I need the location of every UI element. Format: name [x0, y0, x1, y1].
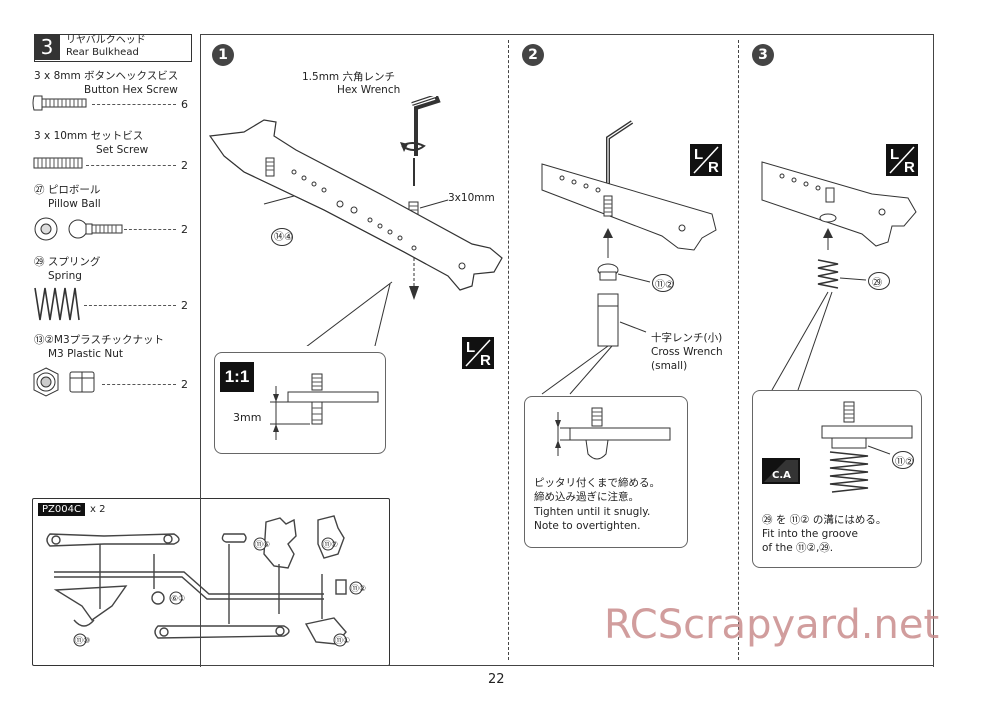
instruction-frame — [200, 34, 934, 667]
depth-label: 3mm — [233, 411, 262, 424]
part-name-ja: スプリング — [47, 256, 101, 268]
page-number: 22 — [488, 672, 505, 687]
part-ref-circle — [868, 272, 890, 290]
tree-label: ⑪⑦ — [323, 540, 338, 549]
step-divider — [508, 40, 509, 660]
leader-line — [124, 229, 176, 230]
step-divider — [738, 40, 739, 660]
part-screw-name: Button Hex Screw — [84, 84, 178, 96]
left-right-icon: L R — [886, 144, 918, 176]
part-screw-size: 3 x 8mm ボタンヘックスビス — [34, 70, 179, 82]
ca-label: C.A — [772, 470, 791, 481]
cross-wrench-size: (small) — [651, 360, 688, 372]
part-ref-112: ⑪② — [655, 280, 674, 291]
note-en-2: Note to overtighten. — [534, 520, 641, 532]
detail-ref-112: ⑪② — [895, 457, 914, 468]
part-spring-ja: ㉙ スプリング — [34, 256, 100, 269]
lr-l: L — [694, 146, 704, 163]
part-ref-circle — [652, 274, 674, 292]
part-qty: 6 — [181, 98, 188, 111]
step3-illustration — [761, 161, 917, 391]
tighten-detail — [555, 407, 671, 460]
spring-icon — [34, 287, 80, 321]
substep-number: 2 — [522, 44, 544, 66]
button-hex-screw-icon — [32, 95, 87, 111]
cross-wrench-ja: 十字レンチ(小) — [651, 332, 723, 344]
step2-illustration — [541, 120, 717, 395]
part-setscrew-size: 3 x 10mm セットビス — [34, 130, 144, 142]
tree-label: ⑪⑥ — [255, 540, 270, 549]
step-title: リヤバルクヘッド Rear Bulkhead — [66, 35, 146, 59]
parts-tree-code: PZ004C — [38, 503, 85, 516]
substep-number: 1 — [212, 44, 234, 66]
step-title-en: Rear Bulkhead — [66, 47, 139, 58]
substep-number: 3 — [752, 44, 774, 66]
lr-r: R — [708, 159, 719, 176]
leader-line — [92, 104, 176, 105]
leader-line — [86, 165, 176, 166]
part-qty: 2 — [181, 299, 188, 312]
tool-label-en: Hex Wrench — [337, 84, 401, 96]
ca-glue-badge: C.A — [762, 458, 800, 484]
lr-r: R — [904, 159, 915, 176]
part-setscrew-name: Set Screw — [96, 144, 149, 156]
note-en-1: Tighten until it snugly. — [534, 506, 651, 518]
tree-label: ⑪① — [335, 636, 350, 645]
pillow-ball-icon — [34, 217, 123, 241]
depth-detail — [270, 373, 379, 440]
part-qty: 2 — [181, 223, 188, 236]
detail-tighten — [524, 396, 688, 548]
cross-wrench-en: Cross Wrench — [651, 346, 723, 358]
part-ref-circle — [271, 228, 293, 246]
lr-r: R — [480, 352, 491, 369]
plastic-nut-icon — [33, 367, 95, 397]
screw-label: 3x10mm — [448, 192, 495, 204]
part-id: ㉙ — [34, 256, 45, 268]
part-pillowball-en: Pillow Ball — [48, 198, 101, 210]
leader-line — [102, 384, 176, 385]
part-id: ⑬② — [34, 334, 54, 346]
part-qty: 2 — [181, 378, 188, 391]
part-name-ja: M3プラスチックナット — [53, 334, 164, 346]
tree-label: ⑥① — [171, 594, 185, 603]
parts-tree-qty: x 2 — [90, 504, 106, 515]
part-pillowball-ja: ㉗ ピロボール — [34, 184, 100, 197]
watermark: RCScrapyard.net — [604, 602, 940, 648]
left-right-icon: L R — [690, 144, 722, 176]
part-nut-ja: ⑬②M3プラスチックナット — [34, 334, 164, 347]
note-ja-2: 締め込み過ぎに注意。 — [534, 491, 639, 503]
part-qty: 2 — [181, 159, 188, 172]
step3-note-en-1: Fit into the groove — [762, 528, 858, 540]
leader-line — [84, 305, 176, 306]
left-right-icon: L R — [462, 337, 494, 369]
tree-label: ⑪⑩ — [75, 636, 90, 645]
part-ref-circle — [892, 451, 914, 469]
part-ref-29: ㉙ — [872, 278, 882, 289]
scale-badge: 1:1 — [220, 362, 254, 392]
step3-note-ja: ㉙ を ⑪② の溝にはめる。 — [762, 514, 887, 526]
part-spring-en: Spring — [48, 270, 82, 282]
part-id: ㉗ — [34, 184, 45, 196]
set-screw-icon — [33, 157, 83, 169]
step3-note-en-2: of the ⑪②,㉙. — [762, 542, 834, 554]
spring-detail — [821, 401, 913, 493]
tree-label: ⑪② — [351, 584, 366, 593]
part-nut-en: M3 Plastic Nut — [48, 348, 124, 360]
note-ja-1: ピッタリ付くまで締める。 — [534, 477, 660, 489]
tool-label-ja: 1.5mm 六角レンチ — [302, 71, 395, 83]
bulkhead-illustration — [208, 96, 503, 346]
lr-l: L — [890, 146, 900, 163]
part-name-ja: ピロボール — [47, 184, 101, 196]
step-number: 3 — [34, 34, 60, 60]
step-title-ja: リヤバルクヘッド — [66, 35, 146, 46]
parts-tree-illustration: ⑪⑥ ⑪⑦ ⑪② ⑥① ⑪⑩ ⑪① — [46, 515, 366, 647]
lr-l: L — [466, 339, 476, 356]
frame-bottom — [200, 665, 933, 666]
